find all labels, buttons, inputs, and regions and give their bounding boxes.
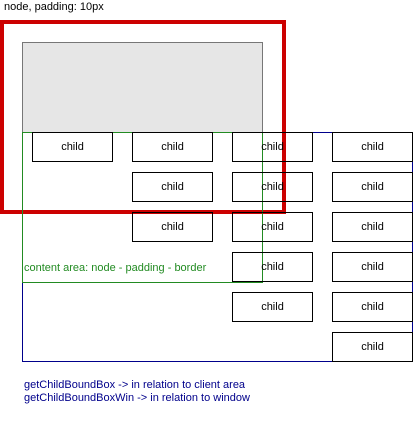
note-child-bound-box-win: getChildBoundBoxWin -> in relation to wi… [24, 392, 250, 404]
child-box: child [232, 172, 313, 202]
content-area-label: content area: node - padding - border [24, 262, 207, 274]
child-box: child [232, 292, 313, 322]
child-box: child [132, 172, 213, 202]
child-box: child [232, 132, 313, 162]
child-box: child [132, 212, 213, 242]
child-box: child [232, 212, 313, 242]
note-child-bound-box: getChildBoundBox -> in relation to clien… [24, 379, 246, 391]
client-area [22, 42, 263, 133]
child-box: child [332, 292, 413, 322]
child-box: child [332, 172, 413, 202]
child-box: child [332, 132, 413, 162]
child-box: child [132, 132, 213, 162]
child-box: child [232, 252, 313, 282]
child-box: child [332, 332, 413, 362]
diagram-caption: node, padding: 10px [4, 1, 104, 13]
child-box: child [32, 132, 113, 162]
child-box: child [332, 212, 413, 242]
child-box: child [332, 252, 413, 282]
